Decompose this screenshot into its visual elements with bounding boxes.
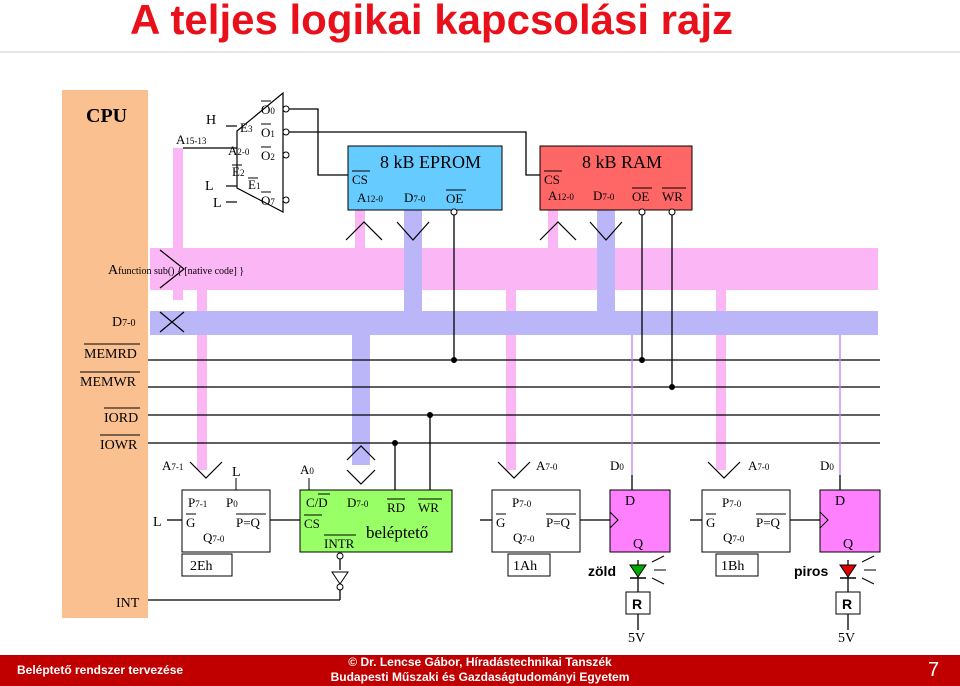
cpu-int-label: INT	[116, 596, 140, 611]
footer-course-title: Beléptető rendszer tervezése	[17, 663, 184, 677]
decoder-h-input: H	[206, 113, 216, 128]
entry-cs: CS	[304, 516, 320, 531]
entry-cd: C/D	[306, 495, 328, 510]
ff1-q: Q	[633, 537, 643, 552]
comparator-1bh: A7-0 D0 P7-0 G P=Q Q7-0 1Bh	[701, 458, 834, 577]
cpu-address-bus-label: Afunction sub() { [native code] }	[108, 263, 244, 278]
footer-author: © Dr. Lencse Gábor, Híradástechnikai Tan…	[320, 655, 640, 685]
cpu-memwr-label: MEMWR	[80, 375, 137, 390]
ff2-d: D	[835, 494, 845, 509]
comp3-eq: P=Q	[756, 515, 781, 530]
ram-addr: A12-0	[548, 188, 574, 203]
decoder-o7: O7	[261, 193, 275, 208]
ff1-d: D	[625, 494, 635, 509]
comp3-a-input: A7-0	[748, 458, 770, 473]
comp2-a-input: A7-0	[536, 458, 558, 473]
ff2-led-icon	[839, 564, 857, 578]
control-lines	[148, 108, 880, 630]
junction-dots	[392, 357, 675, 446]
ff1-led-label: zöld	[588, 563, 616, 579]
logic-diagram: CPU	[62, 90, 881, 646]
comp2-eq: P=Q	[546, 515, 571, 530]
eprom-cs: CS	[352, 172, 368, 187]
ff2-resistor: R	[842, 596, 852, 612]
ff1-led-icon	[629, 564, 647, 578]
entry-name: beléptető	[366, 523, 428, 542]
comp1-l-g: L	[153, 515, 162, 530]
data-bus	[150, 210, 878, 465]
thin-bus-lines	[631, 335, 841, 475]
decoder-o0: O0	[261, 102, 275, 117]
decoder-o2: O2	[261, 148, 275, 163]
entry-a0-label: A0	[300, 462, 314, 477]
comp3-g: G	[706, 515, 715, 530]
footer-author-line1: © Dr. Lencse Gábor, Híradástechnikai Tan…	[348, 655, 612, 669]
comp3-p: P7-0	[722, 495, 742, 510]
ram-oe: OE	[632, 189, 649, 204]
decoder-e1: E1	[248, 177, 260, 192]
entry-data: D7-0	[347, 495, 369, 510]
comp2-d0: D0	[610, 458, 624, 473]
ram-cs: CS	[544, 172, 560, 187]
cpu-block	[62, 90, 148, 618]
decoder-addr-input: A15-13	[176, 132, 207, 147]
eprom-chip: 8 kB EPROM CS A12-0 D7-0 OE	[347, 145, 503, 216]
entry-controller: A0 C/D D7-0 RD WR CS INTR beléptető	[299, 462, 453, 591]
comp1-a-input: A7-1	[162, 458, 183, 473]
comp3-q: Q7-0	[723, 530, 745, 545]
comp1-p: P7-1	[188, 495, 207, 510]
ff2-q: Q	[843, 537, 853, 552]
address-decoder: H A15-13 L L E3 A2-0 E2 E1 O0 O1 O2 O7	[176, 91, 290, 213]
decoder-l-input-1: L	[205, 179, 214, 194]
footer-bar: Beléptető rendszer tervezése © Dr. Lencs…	[0, 655, 960, 686]
ram-data: D7-0	[593, 188, 615, 203]
cpu-label: CPU	[86, 105, 127, 127]
decoder-o1: O1	[261, 125, 275, 140]
comp2-g: G	[496, 515, 505, 530]
ff1-resistor: R	[632, 596, 642, 612]
comparator-1ah: A7-0 D0 P7-0 G P=Q Q7-0 1Ah	[491, 458, 624, 577]
eprom-addr: A12-0	[357, 190, 383, 205]
title-divider	[0, 51, 960, 53]
comp1-q: Q7-0	[203, 530, 225, 545]
ram-name: 8 kB RAM	[582, 152, 662, 172]
comp1-l-input: L	[232, 465, 241, 480]
page-number: 7	[928, 659, 940, 681]
slide-title: A teljes logikai kapcsolási rajz	[130, 0, 734, 43]
decoder-e2: E2	[232, 164, 244, 179]
comp1-p0: P0	[226, 495, 238, 510]
cpu-iord-label: IORD	[104, 411, 138, 426]
comp2-address: 1Ah	[513, 559, 537, 574]
decoder-l-input-2: L	[213, 196, 222, 211]
ff2-voltage: 5V	[838, 631, 855, 646]
entry-intr: INTR	[324, 536, 355, 551]
entry-rd: RD	[387, 500, 405, 515]
eprom-data: D7-0	[404, 190, 426, 205]
bus-arrows	[159, 221, 741, 485]
cpu-iowr-label: IOWR	[100, 438, 138, 453]
cpu-memrd-label: MEMRD	[84, 347, 137, 362]
cpu-data-bus-label: D7-0	[112, 315, 135, 330]
flipflop-green: D Q zöld R 5V	[588, 489, 671, 646]
entry-wr: WR	[418, 500, 439, 515]
comp1-eq: P=Q	[236, 515, 261, 530]
comparator-2eh: A7-1 L P7-1 P0 G P=Q Q7-0 L 2Eh	[153, 458, 271, 577]
footer-author-line2: Budapesti Műszaki és Gazdaságtudományi E…	[330, 670, 630, 684]
comp1-address: 2Eh	[190, 559, 213, 574]
flipflop-red: D Q piros R 5V	[794, 489, 881, 646]
comp2-q: Q7-0	[513, 530, 535, 545]
decoder-e3: E3	[240, 120, 253, 135]
comp3-address: 1Bh	[721, 559, 744, 574]
eprom-oe: OE	[446, 191, 463, 206]
ff1-voltage: 5V	[628, 631, 645, 646]
ram-chip: 8 kB RAM CS A12-0 D7-0 OE WR	[539, 145, 693, 216]
decoder-a20: A2-0	[228, 143, 250, 158]
comp1-g: G	[186, 515, 195, 530]
comp2-p: P7-0	[512, 495, 532, 510]
ff2-led-label: piros	[794, 563, 828, 579]
comp3-d0: D0	[820, 458, 834, 473]
eprom-name: 8 kB EPROM	[380, 152, 481, 172]
address-bus	[150, 148, 878, 470]
ram-wr: WR	[662, 189, 683, 204]
